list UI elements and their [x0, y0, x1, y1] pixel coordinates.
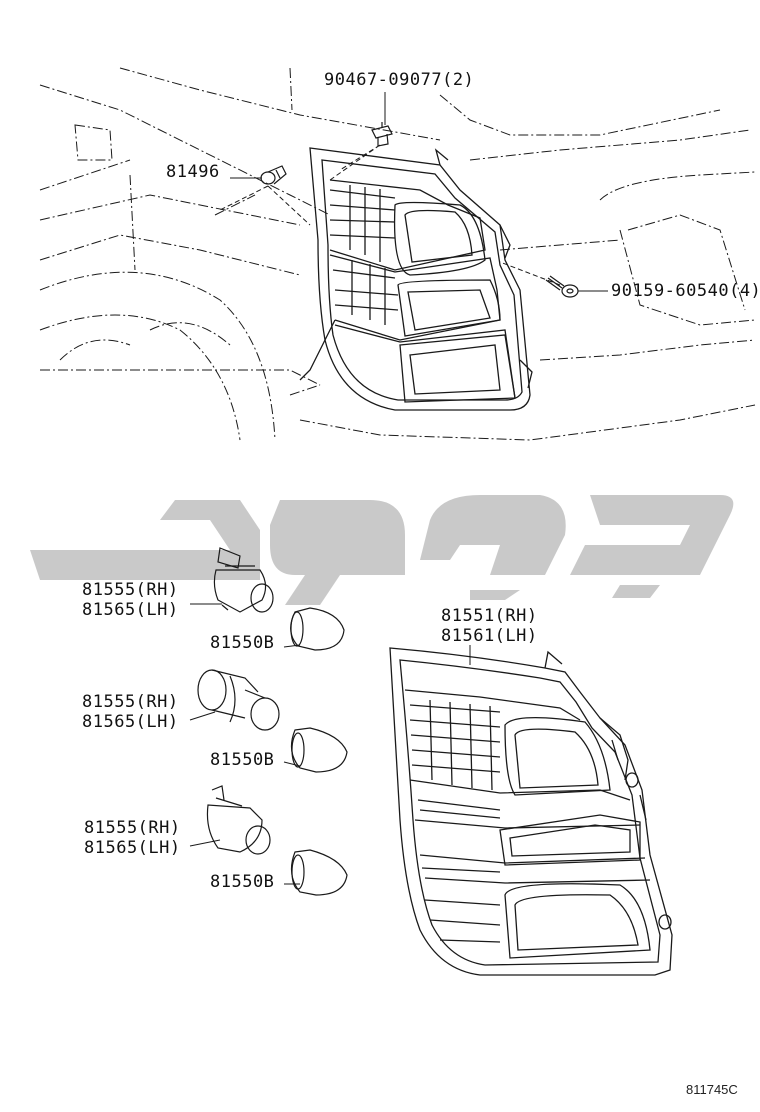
callout-screw-90159: 90159-60540(4)	[611, 281, 760, 301]
callout-clip-90467: 90467-09077(2)	[324, 70, 475, 90]
clip-81496-icon	[260, 165, 287, 185]
diagram-reference-number: 811745C	[686, 1082, 738, 1097]
callout-lamp-lh: 81561(LH)	[441, 626, 538, 646]
leader-lines-upper	[219, 92, 608, 292]
bulb-3-icon	[290, 849, 348, 896]
socket-2-icon	[197, 669, 280, 731]
socket-1-icon	[213, 547, 274, 613]
vehicle-body-outline	[39, 67, 756, 441]
tail-lamp-assembly	[389, 647, 673, 976]
callout-socket-1: 81555(RH) 81565(LH)	[82, 580, 179, 620]
callout-bulb-3: 81550B	[210, 872, 275, 892]
callout-socket-3-rh: 81555(RH)	[84, 818, 181, 838]
callout-lamp-assembly: 81551(RH) 81561(LH)	[441, 606, 538, 646]
bulb-1-icon	[290, 607, 345, 651]
watermark-logo	[30, 495, 734, 605]
installed-tail-lamp	[299, 147, 533, 411]
clip-90467-icon	[371, 122, 393, 147]
screw-90159-icon	[545, 275, 579, 298]
socket-3-icon	[206, 785, 271, 855]
callout-bulb-1: 81550B	[210, 633, 275, 653]
callout-lamp-rh: 81551(RH)	[441, 606, 538, 626]
callout-socket-1-lh: 81565(LH)	[82, 600, 179, 620]
bulb-2-icon	[290, 727, 348, 773]
callout-bulb-2: 81550B	[210, 750, 275, 770]
callout-socket-3: 81555(RH) 81565(LH)	[84, 818, 181, 858]
callout-socket-1-rh: 81555(RH)	[82, 580, 179, 600]
callout-socket-3-lh: 81565(LH)	[84, 838, 181, 858]
leader-lines-lower	[189, 603, 301, 885]
callout-socket-2-rh: 81555(RH)	[82, 692, 179, 712]
callout-clip-81496: 81496	[166, 162, 220, 182]
callout-socket-2: 81555(RH) 81565(LH)	[82, 692, 179, 732]
callout-socket-2-lh: 81565(LH)	[82, 712, 179, 732]
